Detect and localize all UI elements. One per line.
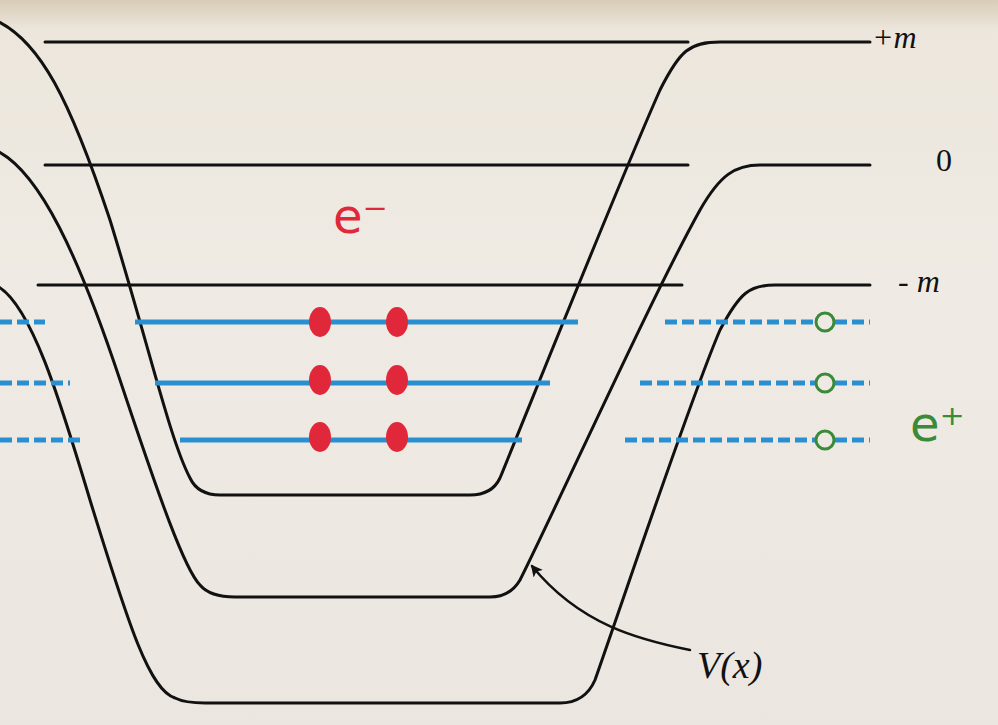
continuum-dashed-line xyxy=(0,381,70,386)
positron-hole xyxy=(816,431,834,449)
energy-level-label: +m xyxy=(872,20,917,55)
particle-label: e⁻ xyxy=(333,190,388,243)
potential-label: V(x) xyxy=(697,645,762,687)
potential-curve xyxy=(0,20,870,495)
particle-label: e⁺ xyxy=(910,398,965,451)
electron-dot xyxy=(386,307,408,337)
electron-dot xyxy=(309,307,331,337)
continuum-dashed-line xyxy=(665,320,870,325)
energy-level-line xyxy=(45,164,688,167)
electron-dot xyxy=(309,365,331,395)
energy-level-line xyxy=(45,41,688,44)
leader-arrow xyxy=(532,566,690,650)
continuum-dashed-line xyxy=(0,438,85,443)
bound-state-line xyxy=(180,438,522,443)
positron-hole xyxy=(816,374,834,392)
continuum-dashed-line xyxy=(0,320,45,325)
energy-level-label: 0 xyxy=(936,143,952,178)
bound-state-line xyxy=(135,320,578,325)
positron-hole xyxy=(816,313,834,331)
potential-curve xyxy=(0,150,870,597)
potential-curve xyxy=(0,285,870,703)
bound-state-line xyxy=(155,381,550,386)
electron-dot xyxy=(309,422,331,452)
electron-dot xyxy=(386,365,408,395)
energy-level-label: - m xyxy=(898,264,940,299)
energy-level-line xyxy=(38,284,682,287)
electron-dot xyxy=(386,422,408,452)
